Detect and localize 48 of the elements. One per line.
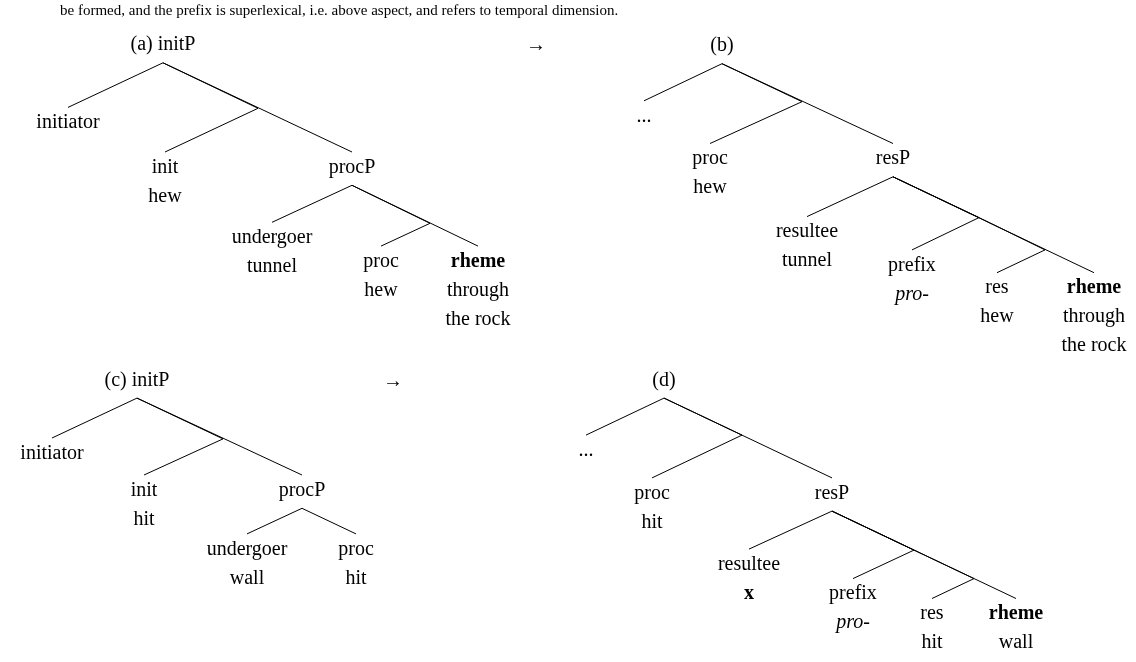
tree-branch <box>663 397 833 479</box>
tree-node-label: resultee x <box>717 548 781 607</box>
tree-node-label: res hew <box>980 272 1014 331</box>
tree-node-label: (b) <box>710 30 734 60</box>
tree-branch <box>748 510 833 550</box>
tree-node-label: resultee tunnel <box>775 216 839 275</box>
tree-node-label: rheme through the rock <box>436 245 520 333</box>
tree-branch <box>301 507 357 535</box>
transition-arrow-sign: → <box>526 32 546 55</box>
tree-branch <box>806 176 894 218</box>
tree-node-label: undergoer tunnel <box>231 222 313 281</box>
tree-branch <box>892 176 1095 274</box>
tree-node-label: ... <box>578 434 594 464</box>
tree-node-label: proc hew <box>363 245 399 304</box>
tree-node-label: initiator <box>20 437 84 467</box>
tree-node-label: init hit <box>130 474 158 533</box>
tree-node-label: proc hit <box>634 477 670 536</box>
tree-node-label: resP <box>814 477 850 507</box>
tree-branch <box>136 397 303 476</box>
tree-branch <box>246 507 303 535</box>
tree-node-label: rheme through the rock <box>1052 272 1136 360</box>
tree-node-label: procP <box>278 474 326 504</box>
tree-node-label: prefix pro- <box>888 249 936 308</box>
tree-node-label: (c) initP <box>104 364 170 394</box>
tree-node-label: (d) <box>652 364 676 394</box>
tree-node-label: init hew <box>148 151 182 210</box>
tree-node-label: undergoer wall <box>206 533 288 592</box>
tree-node-label: resP <box>875 143 911 173</box>
cropped-text-line: be formed, and the prefix is superlexical, i.e. above aspect, and refers to temporal dimension. <box>60 1 619 19</box>
tree-branch <box>351 184 479 247</box>
tree-branch <box>271 184 353 223</box>
tree-node-label: (a) initP <box>130 29 196 59</box>
tree-branch <box>585 397 665 436</box>
tree-node-label: res hit <box>920 598 944 657</box>
tree-node-label: procP <box>328 151 376 181</box>
tree-branch <box>51 397 138 439</box>
tree-node-label: prefix pro- <box>829 578 877 637</box>
tree-branch <box>162 62 353 153</box>
tree-node-label: proc hit <box>338 533 374 592</box>
tree-node-label: initiator <box>36 107 100 137</box>
transition-arrow-sign: → <box>383 369 403 392</box>
tree-node-label: rheme wall <box>988 598 1044 657</box>
tree-branch <box>831 510 1017 599</box>
tree-branch <box>721 63 894 144</box>
tree-node-label: proc hew <box>692 143 728 202</box>
tree-branch <box>643 63 723 102</box>
tree-branch <box>67 62 164 108</box>
tree-node-label: ... <box>636 100 652 130</box>
